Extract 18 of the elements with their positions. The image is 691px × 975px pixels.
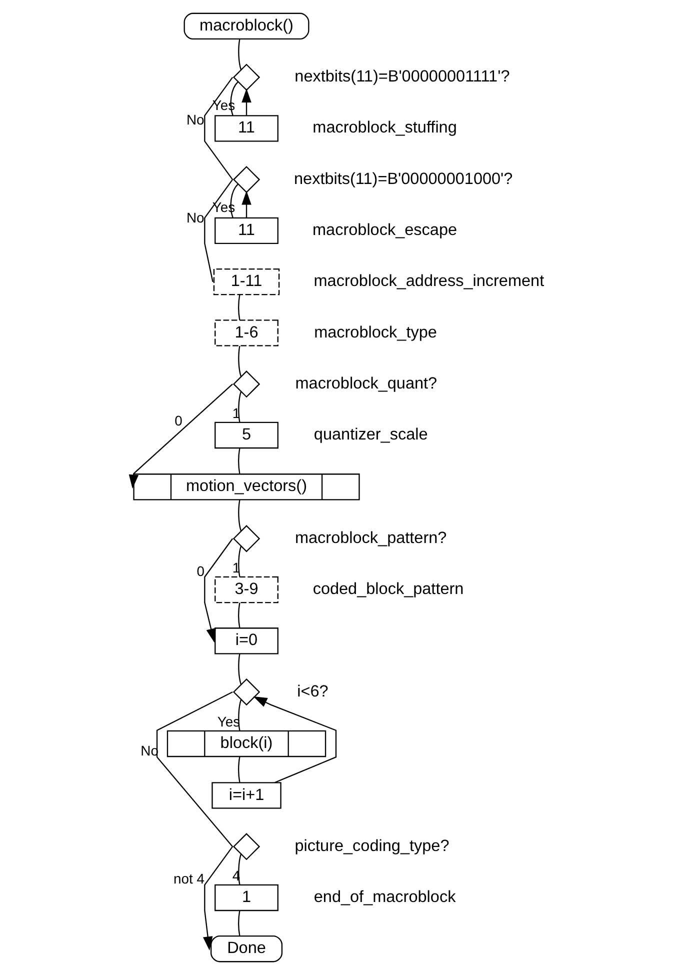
- node-label: macroblock_stuffing: [312, 118, 457, 137]
- edge-label: 0: [174, 412, 182, 428]
- node-label: picture_coding_type?: [294, 836, 450, 855]
- node-label: quantizer_scale: [314, 426, 428, 444]
- edge-label: No: [186, 111, 204, 128]
- edge-label: not 4: [173, 870, 204, 886]
- node-label: macroblock_pattern?: [294, 528, 447, 547]
- edge-label: No: [186, 210, 204, 226]
- node-label: macroblock_address_increment: [314, 272, 544, 290]
- node-label: macroblock_type: [314, 323, 437, 342]
- node-label: nextbits(11)=B'00000001000'?: [294, 170, 513, 188]
- node-label: macroblock_quant?: [295, 374, 438, 392]
- edge-label: 0: [196, 563, 204, 580]
- node-label: end_of_macroblock: [314, 888, 456, 906]
- node-label: i<6?: [297, 682, 328, 700]
- node-label: coded_block_pattern: [312, 580, 464, 598]
- node-label: nextbits(11)=B'00000001111'?: [294, 68, 510, 86]
- node-label: macroblock_escape: [312, 220, 458, 239]
